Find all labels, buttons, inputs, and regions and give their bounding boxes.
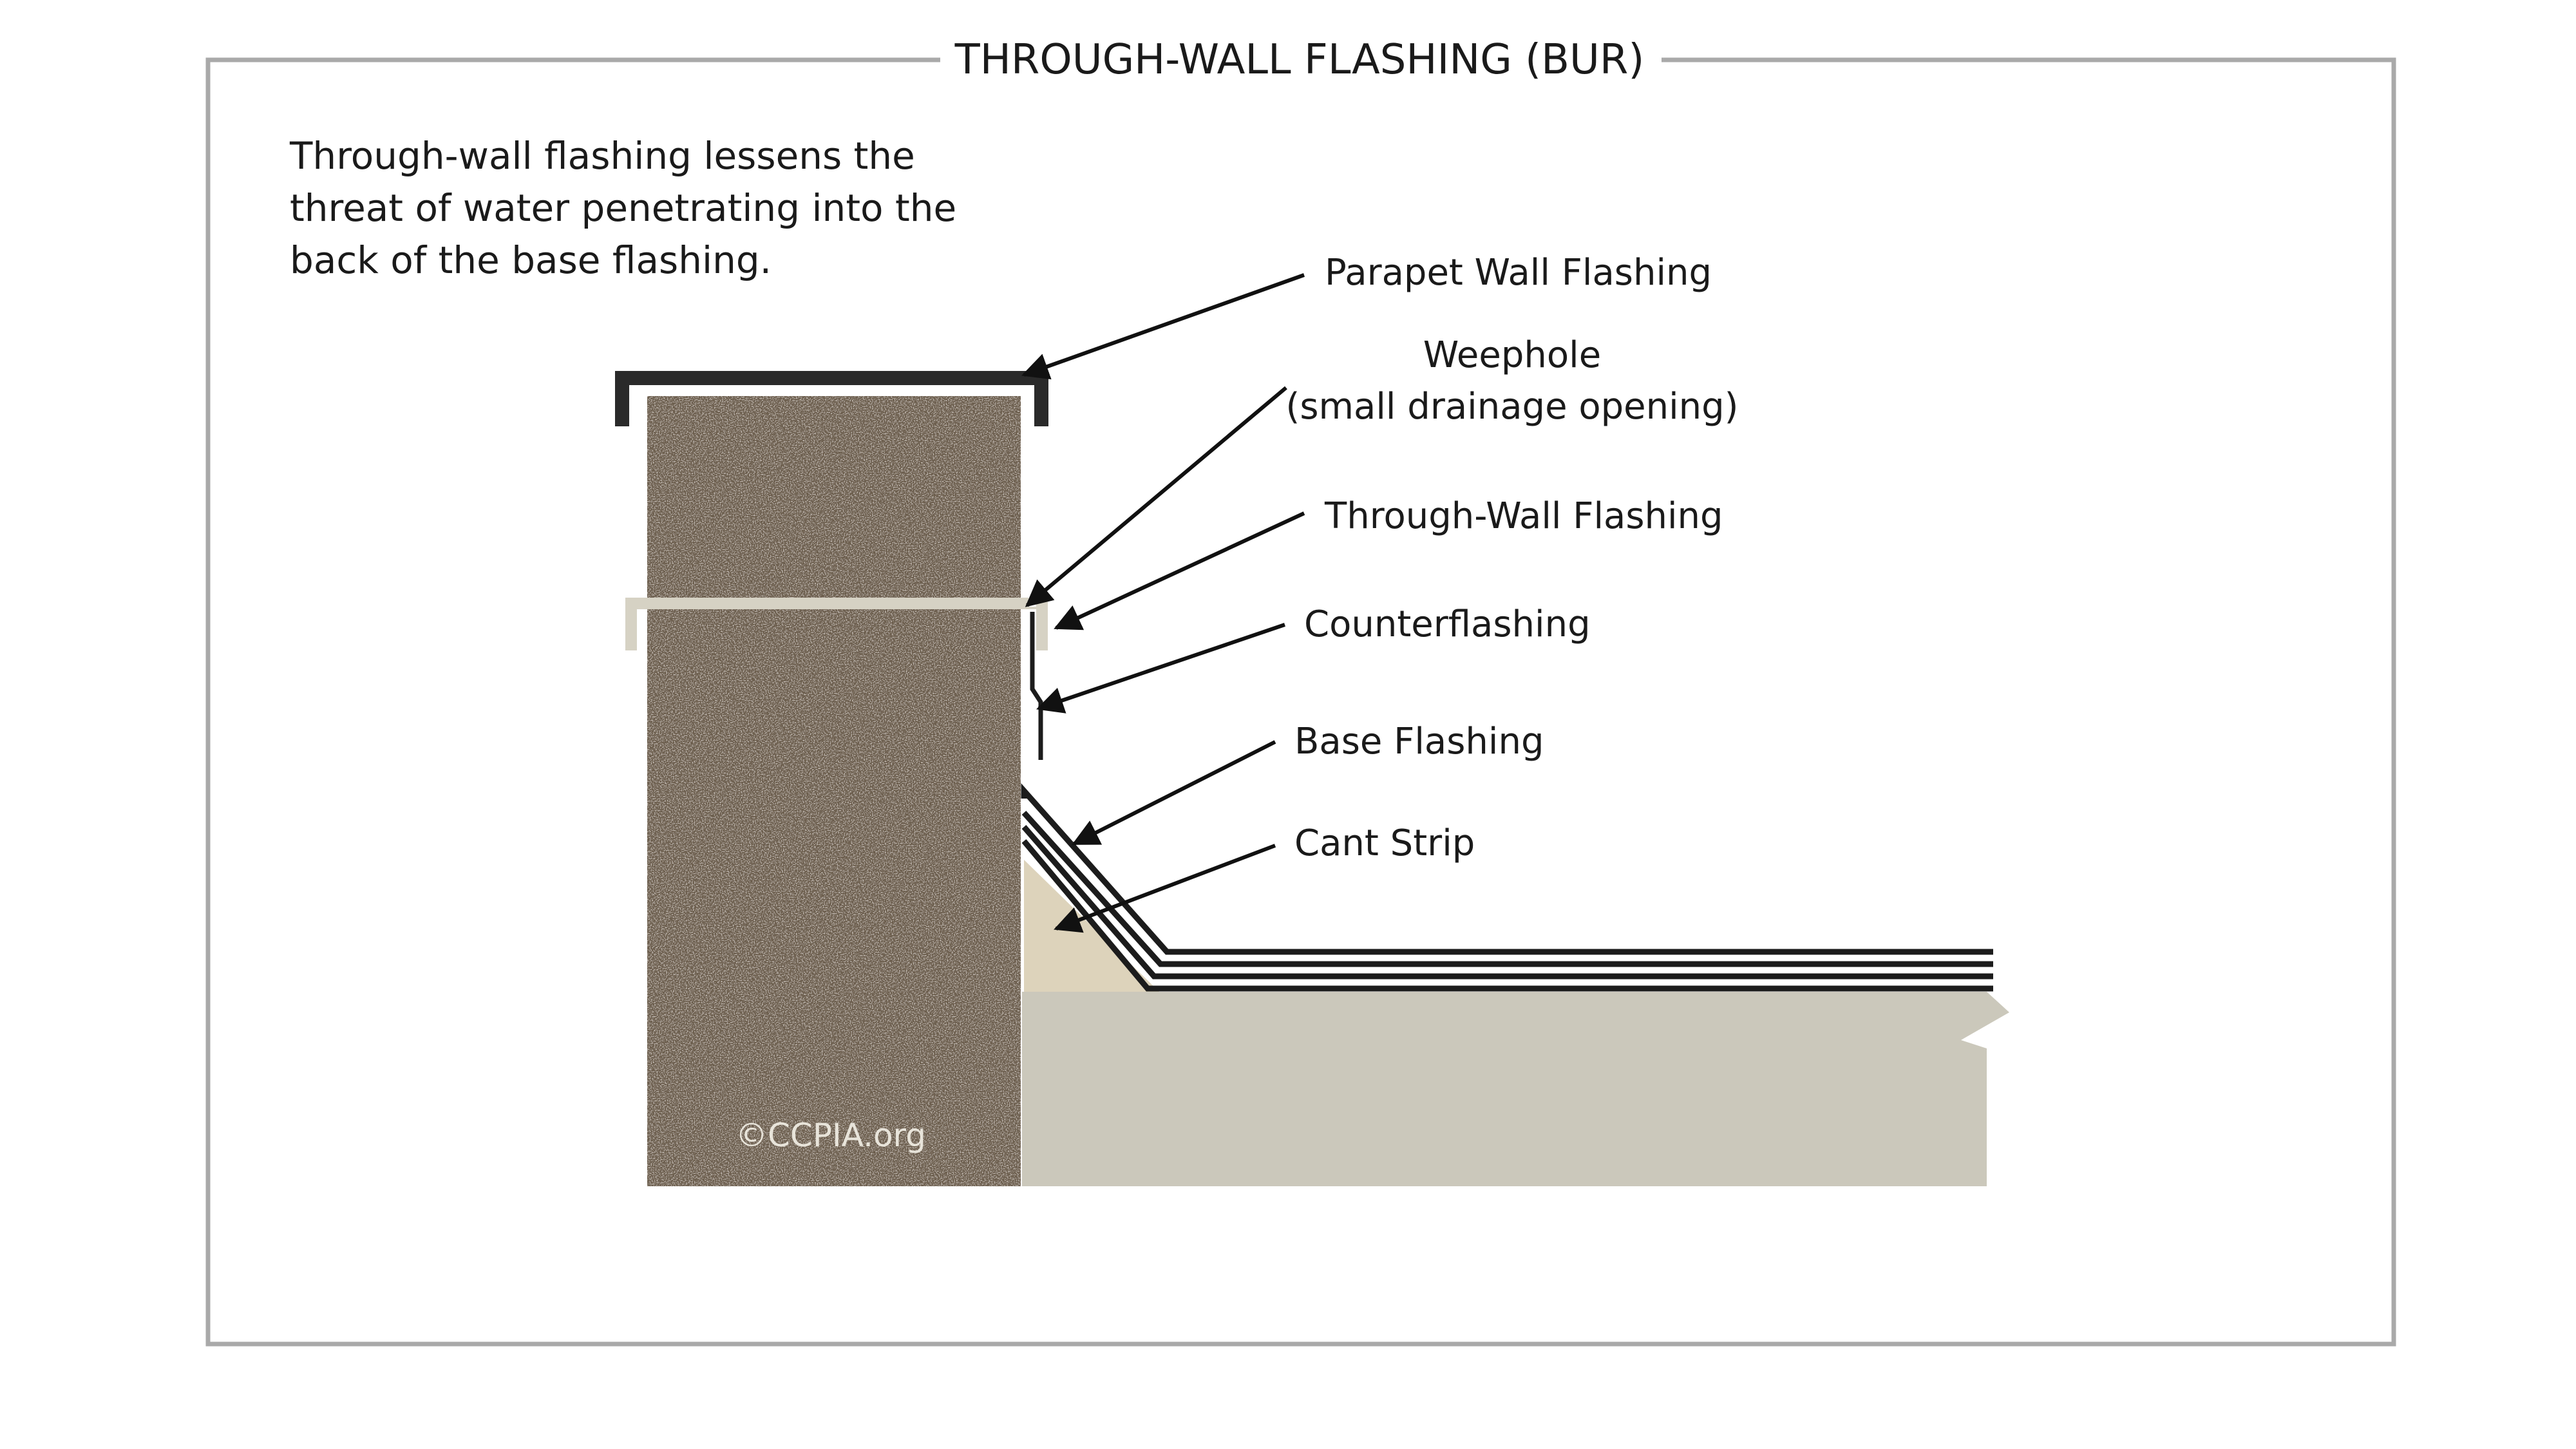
through-wall-flashing-strip xyxy=(625,598,1048,650)
intro-line-2: threat of water penetrating into the xyxy=(290,186,956,230)
through-wall-flashing xyxy=(625,598,1048,650)
membrane-ply-2 xyxy=(1021,810,1993,967)
leader-parapet-wall-flashing xyxy=(1021,273,1305,380)
base-flashing-membrane xyxy=(1021,783,1993,992)
label-parapet-wall-flashing: Parapet Wall Flashing xyxy=(1325,252,1712,294)
leader-base-flashing xyxy=(1072,740,1276,846)
membrane-ply-4 xyxy=(1021,839,1993,992)
label-cant-strip: Cant Strip xyxy=(1294,822,1475,864)
diagram-frame xyxy=(205,57,2396,1347)
leader-weephole xyxy=(1025,386,1287,607)
label-base-flashing: Base Flashing xyxy=(1294,721,1544,762)
label-weephole: Weephole xyxy=(1423,334,1601,376)
frame-left-top-segment xyxy=(205,57,2396,1347)
label-through-wall-flashing: Through-Wall Flashing xyxy=(1324,495,1723,537)
roof-deck xyxy=(1022,992,2009,1186)
parapet-wall xyxy=(647,396,1021,1186)
intro-line-1: Through-wall flashing lessens the xyxy=(289,134,915,178)
parapet-coping-cap xyxy=(615,371,1048,426)
copyright-watermark: ©CCPIA.org xyxy=(735,1117,926,1154)
leader-through-wall-flashing xyxy=(1054,511,1305,630)
label-counterflashing: Counterflashing xyxy=(1304,603,1591,645)
label-weephole-description: (small drainage opening) xyxy=(1285,386,1738,428)
leader-cant-strip xyxy=(1054,844,1276,933)
leader-counterflashing xyxy=(1036,623,1285,714)
membrane-ply-3 xyxy=(1021,825,1993,980)
intro-paragraph: Through-wall flashing lessens the threat… xyxy=(289,134,969,282)
leader-lines xyxy=(1021,273,1305,933)
intro-line-3: back of the base flashing. xyxy=(290,238,772,282)
diagram-title: THROUGH-WALL FLASHING (BUR) xyxy=(954,36,1645,84)
membrane-ply-1 xyxy=(1021,783,1993,955)
